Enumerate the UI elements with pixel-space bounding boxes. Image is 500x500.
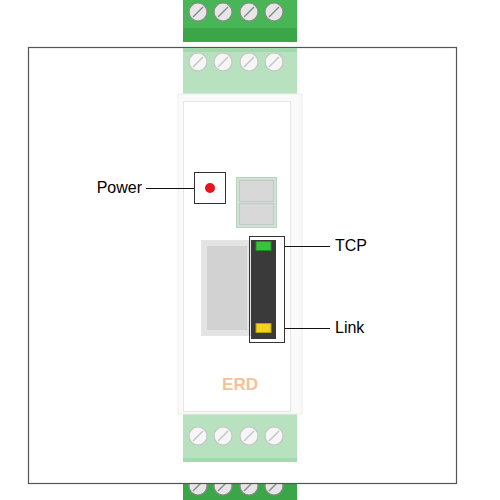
terminal-block: [183, 0, 297, 42]
leader-line: [285, 328, 330, 329]
terminal-screws: [189, 427, 283, 445]
callout-label: TCP: [335, 236, 367, 256]
terminal-screws: [189, 3, 283, 21]
link-led: [256, 324, 271, 333]
terminal-block: [183, 48, 297, 52]
highlight-box: [195, 173, 226, 204]
ethernet-port: [201, 240, 253, 336]
ethernet-port: [207, 246, 247, 330]
callout-label: Power: [97, 178, 142, 198]
highlight-box: [250, 237, 285, 343]
terminal-block: [183, 458, 297, 462]
ethernet-port: [251, 240, 276, 339]
front-panel: [184, 102, 291, 412]
frame: [29, 48, 457, 484]
tcp-led: [256, 242, 271, 251]
module-body: [178, 94, 302, 414]
connector: [237, 178, 277, 228]
power-led: [205, 183, 215, 193]
terminal-block: [183, 0, 297, 28]
connector: [240, 204, 274, 225]
connector: [240, 181, 274, 202]
terminal-screws: [189, 53, 283, 71]
callout-label: Link: [335, 318, 364, 338]
terminal-block: [183, 48, 297, 94]
terminal-block: [183, 414, 297, 462]
brand-label: ERD: [222, 375, 258, 395]
leader-line: [285, 246, 330, 247]
leader-line: [146, 188, 194, 189]
